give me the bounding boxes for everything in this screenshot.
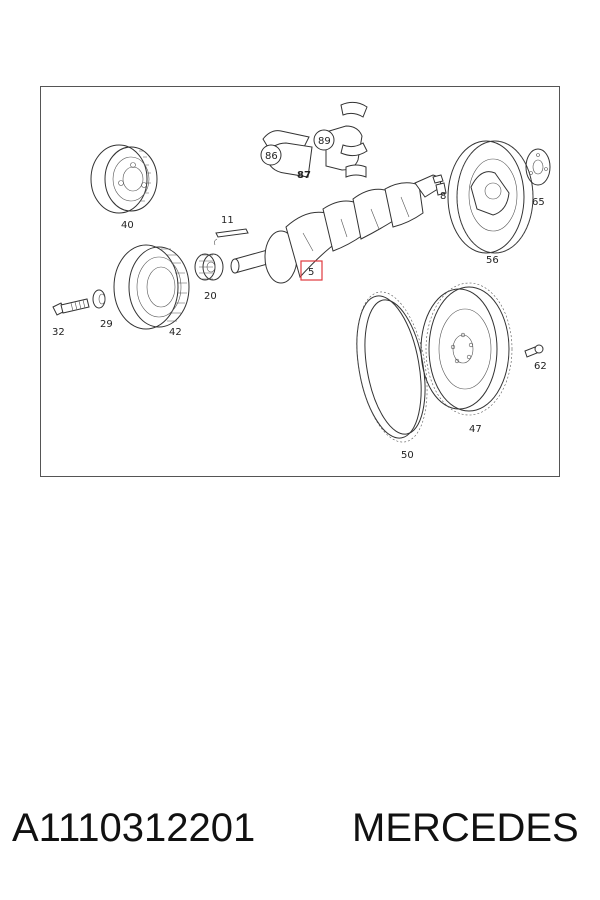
label-20: 20 [204, 291, 217, 302]
bearing-shells [260, 101, 368, 178]
crankshaft-5 [230, 174, 447, 284]
dowel-8 [432, 174, 444, 184]
part-number: A1110312201 [12, 806, 256, 850]
bolt-62 [524, 344, 544, 358]
label-56: 56 [486, 255, 499, 266]
label-87: 87 [297, 170, 311, 181]
label-5: 5 [308, 267, 314, 278]
label-42: 42 [169, 327, 182, 338]
brand-name: MERCEDES [352, 806, 579, 850]
label-65: 65 [532, 197, 545, 208]
pulley-40 [90, 144, 158, 214]
label-62: 62 [534, 361, 547, 372]
washer-29 [92, 289, 106, 309]
sprocket-20 [194, 253, 224, 281]
damper-42 [113, 244, 190, 330]
label-86: 86 [265, 151, 278, 162]
woodruff-key-11 [214, 228, 249, 246]
plate-65 [525, 148, 551, 186]
label-29: 29 [100, 319, 113, 330]
highlight-box [300, 260, 323, 281]
exploded-view-drawing: 86 89 87 40 11 5 8 65 56 20 32 29 42 62 … [52, 101, 551, 461]
label-89: 89 [318, 136, 331, 147]
caption-bar: A1110312201 MERCEDES [0, 806, 600, 856]
label-40: 40 [121, 220, 134, 231]
label-47: 47 [469, 424, 482, 435]
parts-diagram: 86 89 87 40 11 5 8 65 56 20 32 29 42 62 … [40, 86, 560, 477]
ring-gear-50 [356, 291, 428, 443]
label-50: 50 [401, 450, 414, 461]
label-32: 32 [52, 327, 65, 338]
label-11: 11 [221, 215, 234, 226]
flywheel-56 [447, 140, 534, 254]
label-8: 8 [440, 191, 446, 202]
flywheel-47 [420, 282, 513, 416]
bolt-32 [52, 298, 90, 316]
